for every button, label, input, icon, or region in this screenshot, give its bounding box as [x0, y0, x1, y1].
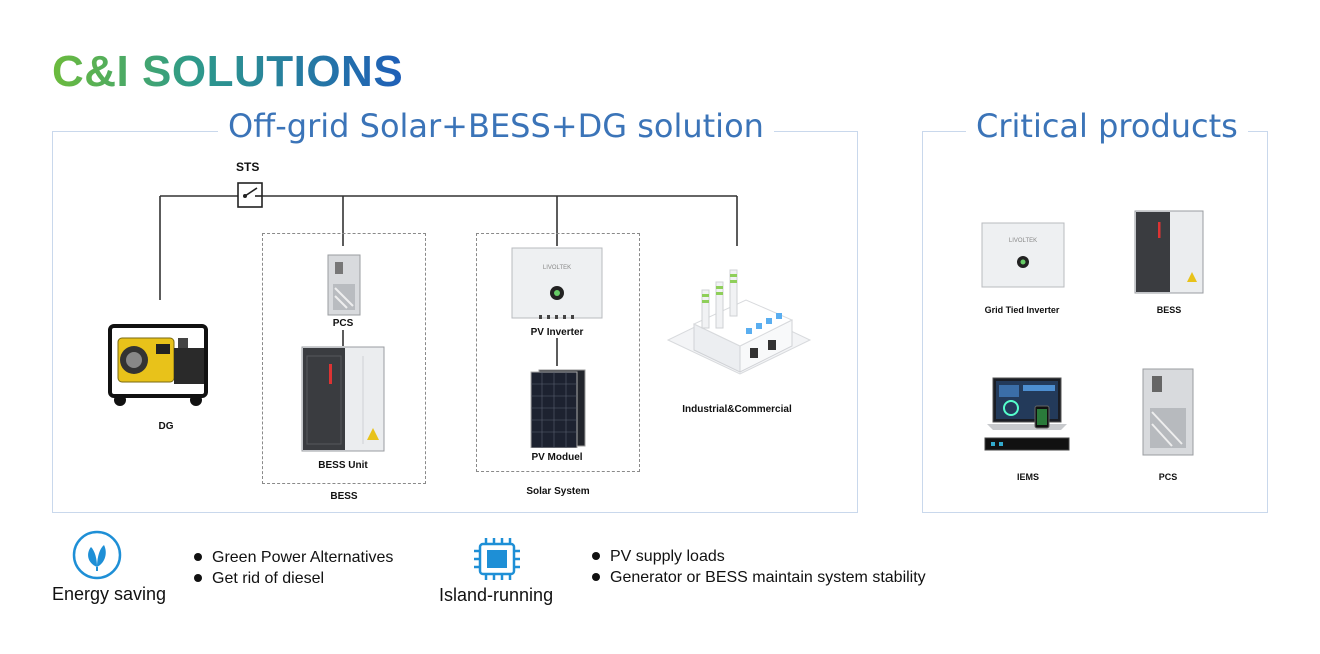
products-panel: [922, 131, 1268, 513]
bullet-item: Green Power Alternatives: [192, 547, 393, 568]
iems-device-icon: [984, 377, 1070, 451]
feature-name-energy-saving: Energy saving: [52, 584, 167, 604]
chip-icon: [474, 538, 520, 580]
diesel-generator-icon: [108, 324, 208, 406]
product-label-pcs: PCS: [1158, 472, 1178, 482]
pv-module-label: PV Moduel: [531, 452, 583, 463]
pv-inverter-label: PV Inverter: [530, 327, 584, 338]
pcs-label: PCS: [332, 318, 354, 329]
leaf-icon: [72, 530, 122, 580]
feature-bullets-island-running: PV supply loads Generator or BESS mainta…: [590, 546, 926, 588]
dg-label: DG: [158, 421, 174, 432]
bess-group: [262, 233, 426, 484]
page-title: C&I SOLUTIONS: [52, 47, 404, 96]
pv-inverter-icon: LIVOLTEK: [511, 247, 603, 319]
solar-group-label: Solar System: [526, 486, 590, 497]
pv-module-icon: [530, 369, 586, 448]
products-title: Critical products: [966, 108, 1248, 144]
bullet-item: Get rid of diesel: [192, 568, 393, 589]
load-label: Industrial&Commercial: [682, 404, 792, 415]
sts-switch-icon: [237, 182, 263, 208]
product-label-bess: BESS: [1156, 305, 1182, 315]
svg-text:LIVOLTEK: LIVOLTEK: [543, 265, 571, 271]
product-label-inverter: Grid Tied Inverter: [984, 305, 1060, 315]
feature-name-island-running: Island-running: [439, 585, 554, 605]
product-label-iems: IEMS: [1016, 472, 1039, 482]
bess-group-label: BESS: [330, 491, 358, 502]
diagram-title: Off-grid Solar+BESS+DG solution: [218, 108, 774, 144]
bess-product-icon: [1134, 210, 1204, 294]
feature-bullets-energy-saving: Green Power Alternatives Get rid of dies…: [192, 547, 393, 589]
sts-label: STS: [236, 160, 260, 174]
bess-unit-icon: [301, 346, 385, 452]
svg-text:LIVOLTEK: LIVOLTEK: [1009, 238, 1037, 244]
bullet-item: Generator or BESS maintain system stabil…: [590, 567, 926, 588]
solar-group: [476, 233, 640, 472]
factory-icon: [666, 269, 812, 375]
bess-unit-label: BESS Unit: [318, 460, 368, 471]
bullet-item: PV supply loads: [590, 546, 926, 567]
grid-tied-inverter-icon: LIVOLTEK: [981, 222, 1065, 288]
pcs-product-icon: [1142, 368, 1194, 456]
pcs-cabinet-icon: [327, 254, 361, 316]
